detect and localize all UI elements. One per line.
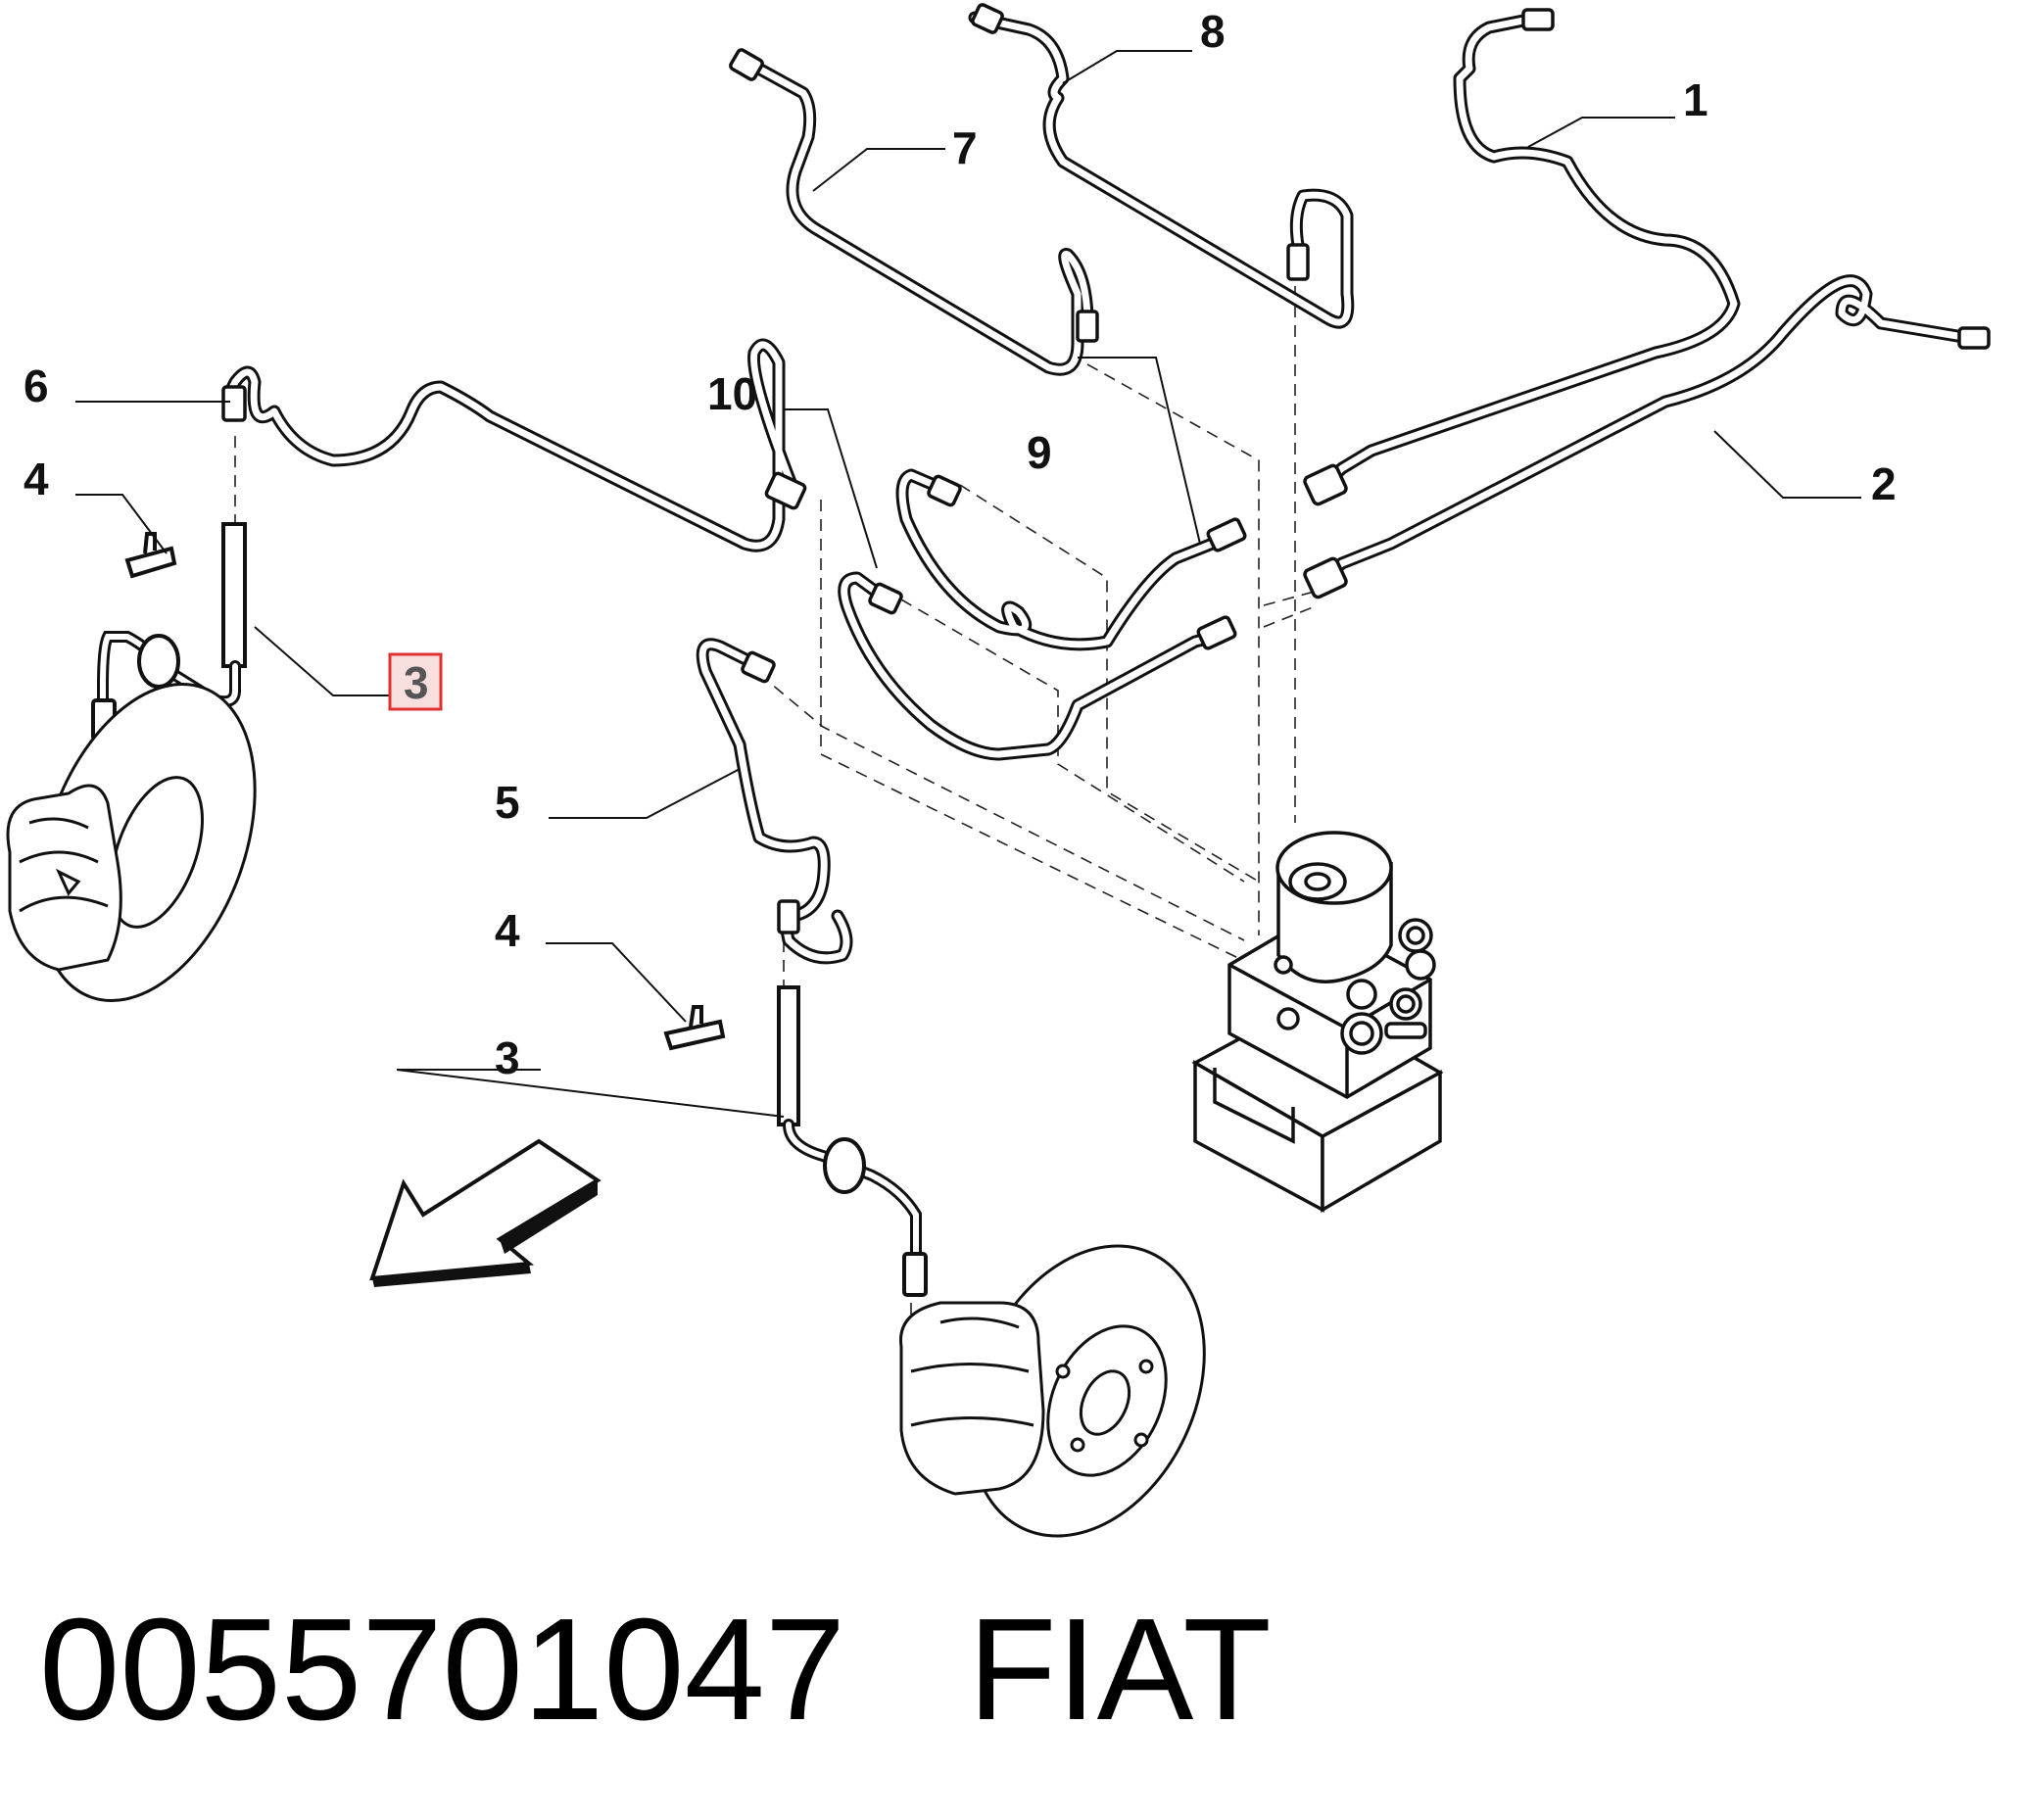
brake-hose-3-lower xyxy=(777,985,928,1297)
callout-10: 10 xyxy=(707,368,757,419)
callout-5: 5 xyxy=(495,777,520,828)
callout-2: 2 xyxy=(1871,458,1897,509)
clip-4-upper xyxy=(124,532,177,579)
callout-3-highlighted[interactable]: 3 xyxy=(404,657,429,708)
brake-pipe-5 xyxy=(696,638,853,965)
callout-6: 6 xyxy=(24,360,49,411)
brake-pipe-7 xyxy=(738,54,1094,376)
callout-labels: 1 2 3 3 4 4 5 6 7 8 9 10 xyxy=(24,6,1897,1083)
brake-pipe-9-inner xyxy=(898,471,1228,648)
callout-4-upper: 4 xyxy=(24,454,49,504)
brake-pipe-7-inner xyxy=(741,57,1091,373)
brake-pipe-1 xyxy=(1321,13,1741,489)
direction-arrow xyxy=(369,1138,601,1287)
brake-pipe-8-inner xyxy=(971,14,1352,326)
pipe-fittings xyxy=(221,3,1991,934)
clip-4-lower xyxy=(663,1005,726,1051)
callout-9: 9 xyxy=(1027,427,1052,478)
callout-7: 7 xyxy=(952,122,978,173)
brake-disc-caliper-left xyxy=(6,682,257,1003)
callout-4-lower: 4 xyxy=(495,905,520,956)
callout-8: 8 xyxy=(1200,6,1226,57)
brand-name: FIAT xyxy=(968,1589,1272,1750)
brake-pipe-2-inner xyxy=(1319,277,1973,582)
callout-1: 1 xyxy=(1683,74,1708,125)
brake-pipe-10-inner xyxy=(841,574,1228,758)
brake-pipe-5-inner xyxy=(698,641,850,962)
callout-3-highlight-box[interactable] xyxy=(388,652,443,711)
callout-leader-lines xyxy=(75,50,1861,1118)
brake-pipe-1-inner xyxy=(1323,16,1738,486)
brake-pipe-6-inner xyxy=(226,341,797,550)
callout-3-lower: 3 xyxy=(495,1032,520,1083)
brake-pipe-10 xyxy=(838,571,1231,761)
brake-disc-caliper-lower xyxy=(899,1244,1206,1538)
abs-hydraulic-unit xyxy=(1191,831,1444,1214)
part-number: 0055701047 xyxy=(39,1589,846,1750)
